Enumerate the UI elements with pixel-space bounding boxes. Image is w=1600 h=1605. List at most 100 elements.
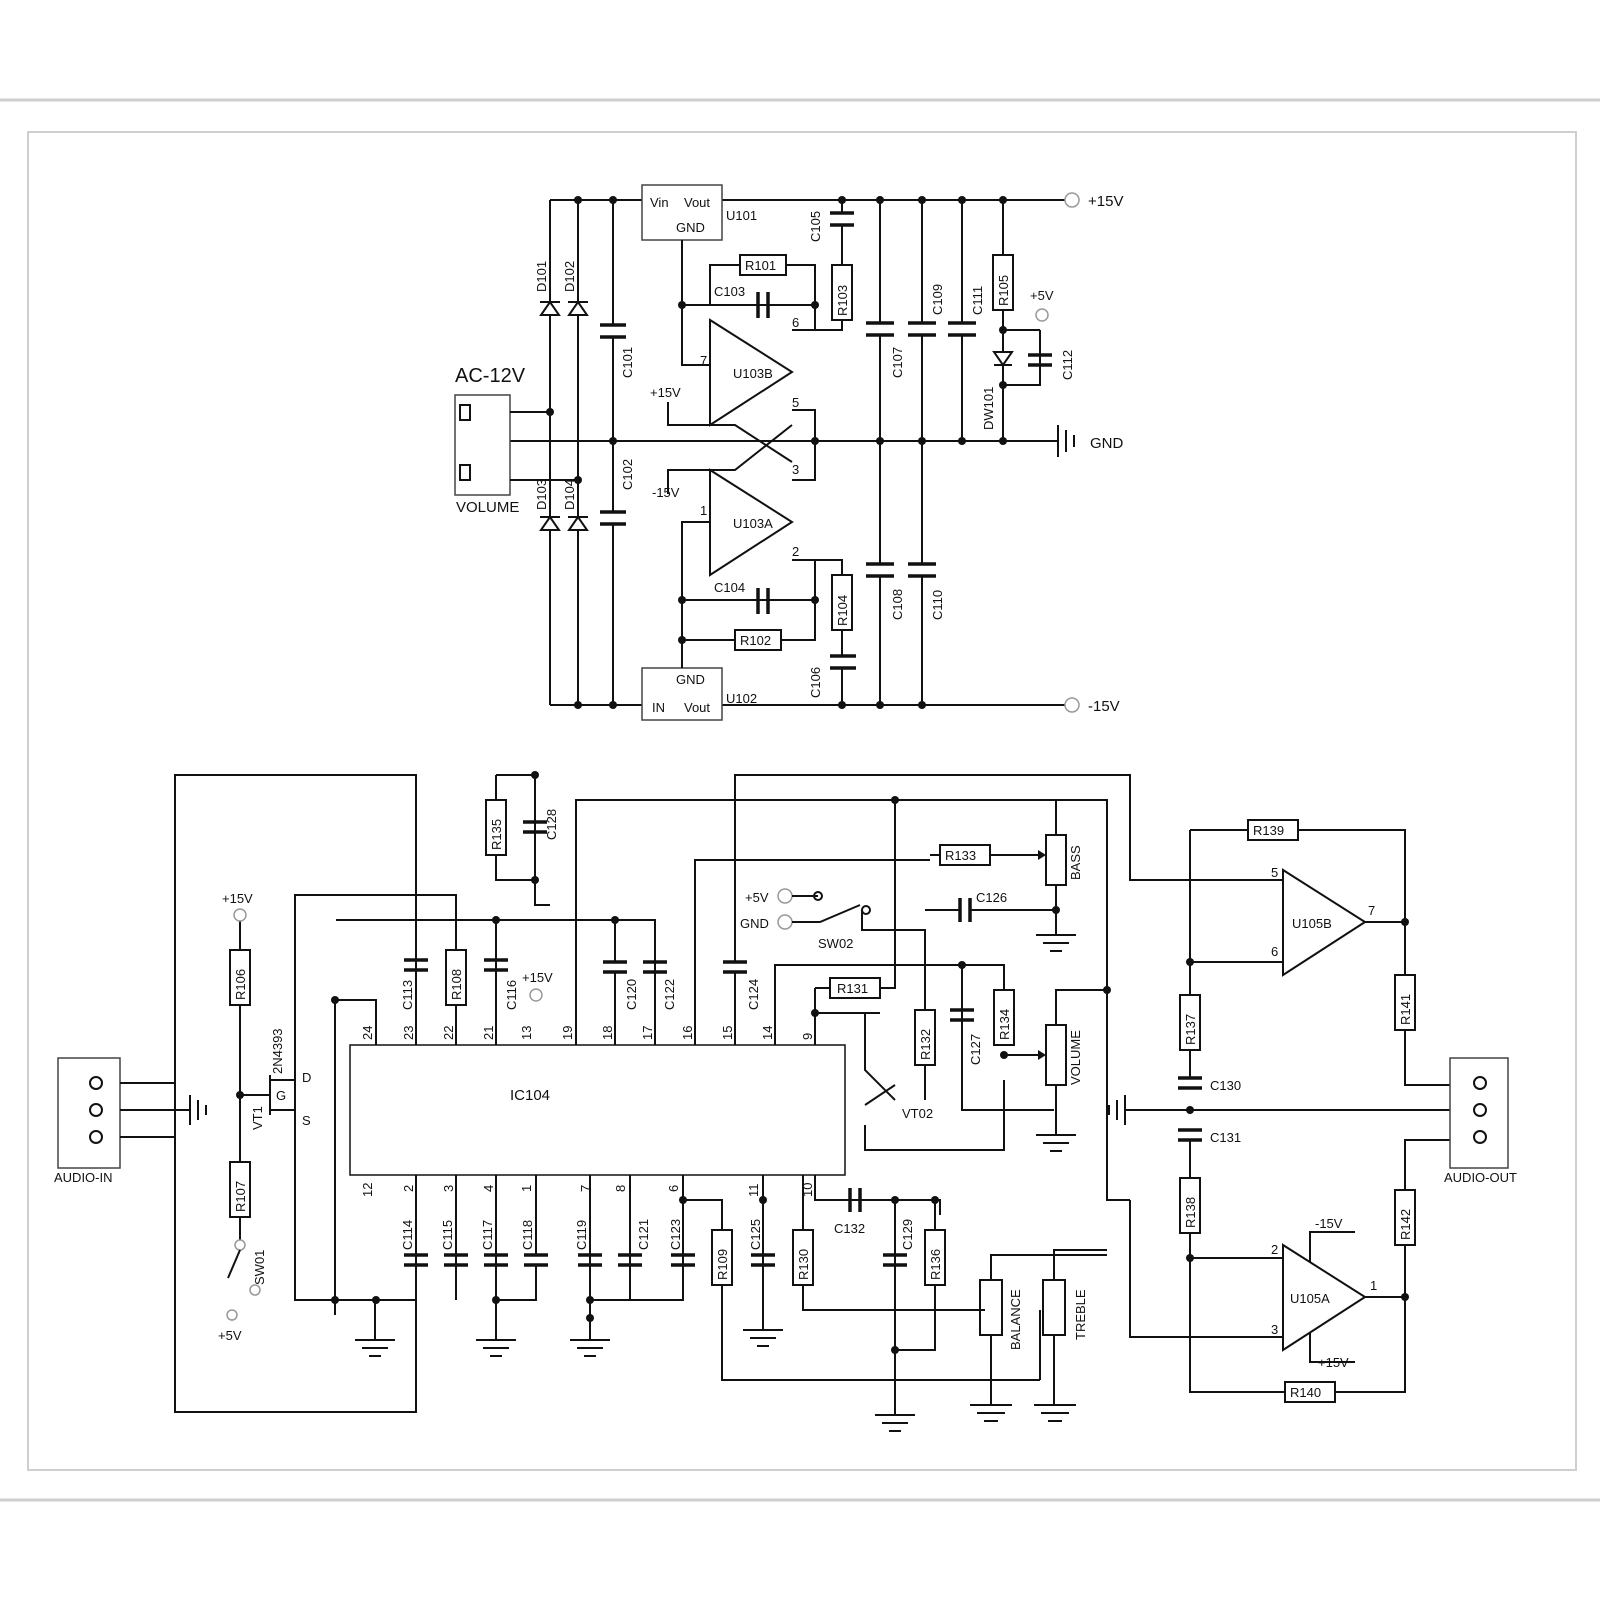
label-minus15v: -15V [1088, 698, 1120, 715]
pin-22: 22 [441, 1026, 456, 1040]
audio-out-connector [1449, 1057, 1509, 1169]
label-r137: R137 [1183, 1014, 1198, 1045]
resistor-r108 [445, 949, 467, 1006]
label-u105b: U105B [1292, 916, 1332, 931]
u103a-pin1: 1 [700, 503, 707, 518]
ground-icon [476, 1339, 516, 1357]
u105a-pin3: 3 [1271, 1322, 1278, 1337]
label-r109: R109 [715, 1249, 730, 1280]
label-d101: D101 [534, 261, 549, 292]
ground-icon [570, 1339, 610, 1357]
label-c132: C132 [834, 1221, 865, 1236]
resistor-r134 [993, 989, 1015, 1046]
switch-sw01[interactable] [227, 1249, 241, 1279]
label-r138: R138 [1183, 1197, 1198, 1228]
label-c125: C125 [748, 1219, 763, 1250]
pot-treble[interactable] [1042, 1279, 1066, 1336]
label-sw02[interactable]: SW02 [818, 936, 853, 951]
label-r107: R107 [233, 1181, 248, 1212]
ground-icon [1034, 1404, 1076, 1422]
u105b-pin5: 5 [1271, 865, 1278, 880]
u103a-pin2: 2 [792, 544, 799, 559]
pin-15: 15 [720, 1026, 735, 1040]
ic-top-pin-labels: 24 23 22 21 13 19 18 17 16 15 14 9 [360, 1026, 815, 1040]
u102-gnd: GND [676, 672, 705, 687]
pin-23: 23 [401, 1026, 416, 1040]
opamp-u103b [709, 318, 794, 427]
label-r105: R105 [996, 275, 1011, 306]
resistor-r137 [1179, 994, 1201, 1051]
regulator-u101 [641, 184, 723, 241]
label-r140: R140 [1290, 1385, 1321, 1400]
ic-rail-15: +15V [522, 970, 553, 985]
u101-vin: Vin [650, 195, 669, 210]
resistor-r130 [792, 1229, 814, 1286]
ground-icon [875, 1414, 915, 1432]
ic-bottom-pin-labels: 12 2 3 4 1 7 8 6 11 10 [360, 1183, 815, 1197]
resistor-r101 [739, 254, 787, 276]
opamp-u105a [1282, 1243, 1367, 1352]
u101-vout: Vout [684, 195, 710, 210]
label-vt1: VT1 [250, 1106, 265, 1130]
terminal-plus5v [1035, 308, 1049, 322]
resistor-r109 [711, 1229, 733, 1286]
label-r130: R130 [796, 1249, 811, 1280]
pot-bass[interactable] [1045, 834, 1067, 886]
label-c110: C110 [930, 590, 945, 620]
label-r133: R133 [945, 848, 976, 863]
pin-12: 12 [360, 1183, 375, 1197]
pin-6: 6 [666, 1185, 681, 1192]
terminal-plus15v-jfet [233, 908, 247, 922]
u103b-pin6: 6 [792, 315, 799, 330]
label-r102: R102 [740, 633, 771, 648]
label-c123: C123 [668, 1219, 683, 1250]
label-c109: C109 [930, 284, 945, 315]
u101-gnd: GND [676, 220, 705, 235]
label-u101: U101 [726, 208, 757, 223]
pin-4: 4 [481, 1185, 496, 1192]
ground-icon [189, 1095, 207, 1125]
label-r139: R139 [1253, 823, 1284, 838]
pin-9: 9 [800, 1033, 815, 1040]
terminal-plus15v-ic [529, 988, 543, 1002]
pin-19: 19 [560, 1026, 575, 1040]
label-u105a: U105A [1290, 1291, 1330, 1306]
label-balance: BALANCE [1008, 1289, 1023, 1350]
u102-vout: Vout [684, 700, 710, 715]
label-c111: C111 [970, 286, 985, 315]
ground-icon [1108, 1095, 1126, 1125]
connector-caption: VOLUME [456, 499, 519, 516]
label-c114: C114 [400, 1220, 415, 1250]
ac-input-label: AC-12V [455, 365, 526, 387]
u105a-pin1: 1 [1370, 1278, 1377, 1293]
label-u103a: U103A [733, 516, 773, 531]
label-c103: C103 [714, 284, 745, 299]
label-d103: D103 [534, 479, 549, 510]
u105a-pin2: 2 [1271, 1242, 1278, 1257]
label-c102: C102 [620, 459, 635, 490]
diode-d103 [539, 515, 561, 531]
resistor-r107 [229, 1161, 251, 1218]
label-d104: D104 [562, 479, 577, 510]
label-c107: C107 [890, 347, 905, 378]
resistor-r103 [831, 264, 853, 321]
label-vt02: VT02 [902, 1106, 933, 1121]
audio-in-connector [57, 1057, 121, 1169]
label-sw01: SW01 [252, 1250, 267, 1285]
resistor-r136 [924, 1229, 946, 1286]
label-audio-in: AUDIO-IN [54, 1170, 113, 1185]
zener-rail-label: +5V [1030, 288, 1054, 303]
u105b-pin6: 6 [1271, 944, 1278, 959]
label-r132: R132 [918, 1029, 933, 1060]
label-c118: C118 [520, 1220, 535, 1250]
label-r142: R142 [1398, 1209, 1413, 1240]
label-gnd: GND [1090, 435, 1124, 452]
audio-section: IC104 24 23 22 21 13 19 18 17 16 15 14 9… [54, 771, 1517, 1432]
label-c101: C101 [620, 347, 635, 378]
pin-17: 17 [640, 1026, 655, 1040]
label-r131: R131 [837, 981, 868, 996]
label-dw101: DW101 [981, 387, 996, 430]
pot-volume[interactable] [1045, 1024, 1067, 1086]
ground-icon [1036, 934, 1076, 952]
pot-balance[interactable] [979, 1279, 1003, 1336]
